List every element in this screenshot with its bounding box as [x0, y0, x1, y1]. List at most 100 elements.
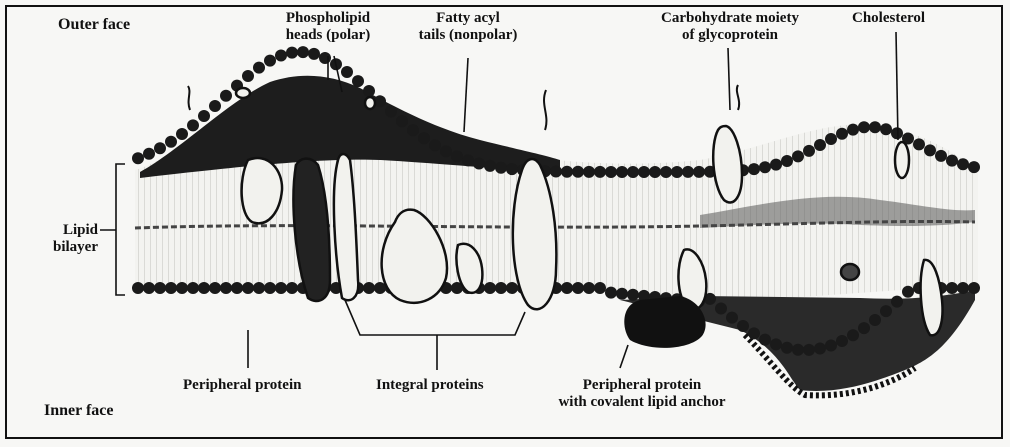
lipid-head: [583, 166, 595, 178]
label-line: Lipid: [48, 222, 98, 239]
lipid-head: [759, 161, 771, 173]
lipid-head: [154, 282, 166, 294]
inner-face-label: Inner face: [44, 402, 113, 419]
lipid-head: [594, 166, 606, 178]
lipid-head: [561, 166, 573, 178]
lipid-head: [946, 282, 958, 294]
lipid-head: [869, 314, 881, 326]
lipid-head: [847, 329, 859, 341]
phospholipid-heads-label: Phospholipid heads (polar): [264, 10, 392, 44]
lipid-head: [418, 132, 430, 144]
lipid-head: [231, 282, 243, 294]
lipid-head: [275, 282, 287, 294]
lipid-head: [561, 282, 573, 294]
lipid-head: [836, 335, 848, 347]
lipid-head: [913, 138, 925, 150]
lipid-head: [429, 139, 441, 151]
label-line: tails (nonpolar): [404, 27, 532, 44]
lipid-head: [825, 340, 837, 352]
label-line: with covalent lipid anchor: [552, 394, 732, 411]
lipid-head: [770, 338, 782, 350]
glycoprotein: [713, 126, 742, 202]
lipid-head: [363, 85, 375, 97]
lipid-head: [902, 286, 914, 298]
lipid-head: [264, 55, 276, 67]
label-line: of glycoprotein: [640, 27, 820, 44]
lipid-head: [814, 139, 826, 151]
lipid-head: [143, 282, 155, 294]
label-line: Fatty acyl: [404, 10, 532, 27]
lipid-head: [176, 128, 188, 140]
lipid-head: [616, 288, 628, 300]
lipid-head: [781, 342, 793, 354]
lipid-head: [506, 282, 518, 294]
lipid-head: [968, 282, 980, 294]
peripheral-anchor-label: Peripheral protein with covalent lipid a…: [552, 377, 732, 411]
peripheral-protein-label: Peripheral protein: [183, 377, 301, 394]
lipid-head: [495, 282, 507, 294]
label-line: Phospholipid: [264, 10, 392, 27]
lipid-head: [308, 48, 320, 60]
bilayer-bracket: [100, 164, 125, 295]
lipid-head: [550, 166, 562, 178]
carbohydrate-moiety-label: Carbohydrate moiety of glycoprotein: [640, 10, 820, 44]
lipid-head: [594, 282, 606, 294]
lipid-head: [682, 166, 694, 178]
lipid-head: [143, 148, 155, 160]
lipid-head: [275, 50, 287, 62]
lipid-head: [363, 282, 375, 294]
lipid-head: [748, 163, 760, 175]
lipid-head: [297, 46, 309, 58]
lipid-head: [616, 166, 628, 178]
lipid-head: [242, 282, 254, 294]
lipid-head: [341, 66, 353, 78]
lipid-head: [660, 166, 672, 178]
head-speck: [365, 97, 375, 109]
lipid-head: [220, 282, 232, 294]
lipid-head: [803, 344, 815, 356]
lipid-head: [792, 150, 804, 162]
lipid-head: [759, 334, 771, 346]
outer-face-label: Outer face: [58, 16, 130, 33]
lipid-head: [407, 124, 419, 136]
lipid-head: [264, 282, 276, 294]
lipid-head: [451, 150, 463, 162]
lipid-head: [385, 106, 397, 118]
lipid-head: [209, 100, 221, 112]
lipid-head: [209, 282, 221, 294]
lipid-head: [968, 161, 980, 173]
lipid-head: [132, 152, 144, 164]
integral-proteins-label: Integral proteins: [376, 377, 484, 394]
label-line: bilayer: [48, 239, 98, 256]
lipid-head: [484, 160, 496, 172]
leader-anchor: [620, 345, 628, 368]
lipid-head: [198, 282, 210, 294]
lipid-head: [220, 90, 232, 102]
cholesterol-molecule: [895, 142, 909, 178]
lipid-head: [154, 142, 166, 154]
lipid-head: [286, 282, 298, 294]
lipid-head: [693, 166, 705, 178]
lipid-head: [649, 166, 661, 178]
lipid-head: [935, 150, 947, 162]
lipid-head: [572, 166, 584, 178]
lipid-head: [726, 312, 738, 324]
small-particle: [841, 264, 859, 280]
lipid-head: [847, 124, 859, 136]
lipid-head: [880, 123, 892, 135]
lipid-head: [946, 155, 958, 167]
lipid-head: [165, 136, 177, 148]
lipid-bilayer-label: Lipid bilayer: [48, 222, 98, 256]
lipid-head: [825, 133, 837, 145]
lipid-head: [572, 282, 584, 294]
fatty-acyl-tails-label: Fatty acyl tails (nonpolar): [404, 10, 532, 44]
lipid-head: [957, 282, 969, 294]
lipid-head: [176, 282, 188, 294]
lipid-head: [495, 162, 507, 174]
leader-integral: [345, 300, 525, 370]
lipid-head: [319, 52, 331, 64]
lipid-head: [484, 282, 496, 294]
lipid-head: [891, 296, 903, 308]
lipid-head: [869, 121, 881, 133]
